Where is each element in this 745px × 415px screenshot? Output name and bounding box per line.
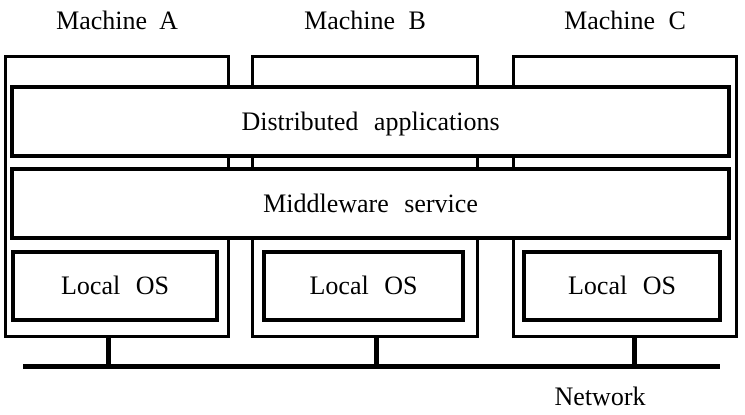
network-line [23, 364, 720, 369]
network-label: Network [554, 382, 646, 411]
local-os-b-box: Local OS [262, 250, 465, 322]
machine-b-label: Machine B [304, 6, 426, 35]
machine-c-network-connector-line [632, 338, 637, 368]
local-os-c-box: Local OS [522, 250, 722, 322]
machine-a-label: Machine A [56, 6, 178, 35]
middleware-service-box: Middleware service [10, 167, 731, 240]
machine-a-network-connector-line [106, 338, 111, 368]
middleware-service-label: Middleware service [263, 188, 478, 218]
local-os-a-box: Local OS [11, 250, 219, 322]
local-os-c-label: Local OS [568, 271, 676, 300]
local-os-b-label: Local OS [309, 271, 418, 300]
machine-b-network-connector-line [374, 338, 379, 368]
distributed-applications-label: Distributed applications [241, 106, 500, 136]
distributed-applications-box: Distributed applications [10, 85, 731, 158]
local-os-a-label: Local OS [61, 271, 169, 300]
machine-c-label: Machine C [564, 6, 686, 35]
